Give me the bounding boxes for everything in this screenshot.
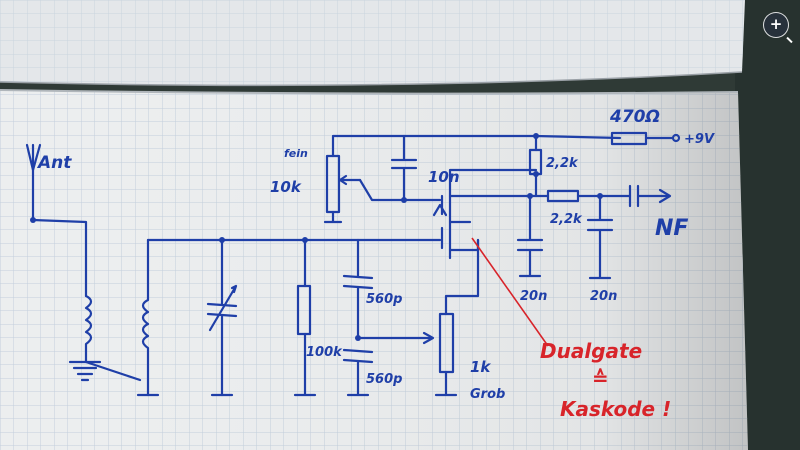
variable-capacitor bbox=[206, 238, 238, 397]
supply-label: +9V bbox=[684, 132, 715, 147]
annotation-line-2: ≙ bbox=[592, 366, 609, 390]
resistor-2k2-series bbox=[546, 189, 632, 203]
antenna-coil bbox=[84, 294, 93, 362]
res-100k-label: 100k bbox=[306, 345, 343, 360]
res-470-label: 470Ω bbox=[609, 107, 660, 127]
capacitor-560p-pair bbox=[342, 238, 435, 397]
antenna-symbol bbox=[25, 143, 42, 223]
resistor-100k bbox=[293, 238, 317, 397]
annotation-line-1: Dualgate bbox=[540, 339, 642, 363]
potentiometer-1k bbox=[434, 238, 480, 397]
cap-20n-right-label: 20n bbox=[590, 289, 617, 304]
pot-1k-value-label: 1k bbox=[470, 358, 491, 376]
capacitor-10n bbox=[390, 134, 418, 203]
capacitor-20n-right bbox=[586, 194, 614, 280]
capacitor-20n-left bbox=[516, 194, 544, 278]
magnifier-plus-icon: + bbox=[769, 15, 783, 33]
cap-10n-label: 10n bbox=[428, 168, 460, 186]
zoom-in-button[interactable]: + bbox=[763, 12, 789, 38]
antenna-label: Ant bbox=[36, 153, 72, 173]
annotation-pointer bbox=[471, 237, 549, 347]
res-2k2-series-label: 2,2k bbox=[550, 212, 583, 227]
pot-10k-name-label: fein bbox=[284, 147, 308, 160]
pot-10k-value-label: 10k bbox=[270, 178, 302, 196]
tank-coil bbox=[141, 238, 150, 397]
cap-560p-top-label: 560p bbox=[366, 292, 402, 307]
cap-560p-bottom-label: 560p bbox=[366, 372, 402, 387]
cap-20n-left-label: 20n bbox=[520, 289, 547, 304]
annotation-line-3: Kaskode ! bbox=[560, 397, 671, 421]
resistor-470 bbox=[610, 131, 681, 146]
resistor-2k2-drain bbox=[527, 134, 543, 199]
potentiometer-10k bbox=[323, 134, 622, 224]
dualgate-mosfet bbox=[432, 168, 538, 260]
output-label: NF bbox=[655, 216, 688, 241]
pot-1k-name-label: Grob bbox=[470, 387, 505, 402]
output-capacitor bbox=[628, 184, 672, 208]
res-2k2-top-label: 2,2k bbox=[546, 156, 579, 171]
